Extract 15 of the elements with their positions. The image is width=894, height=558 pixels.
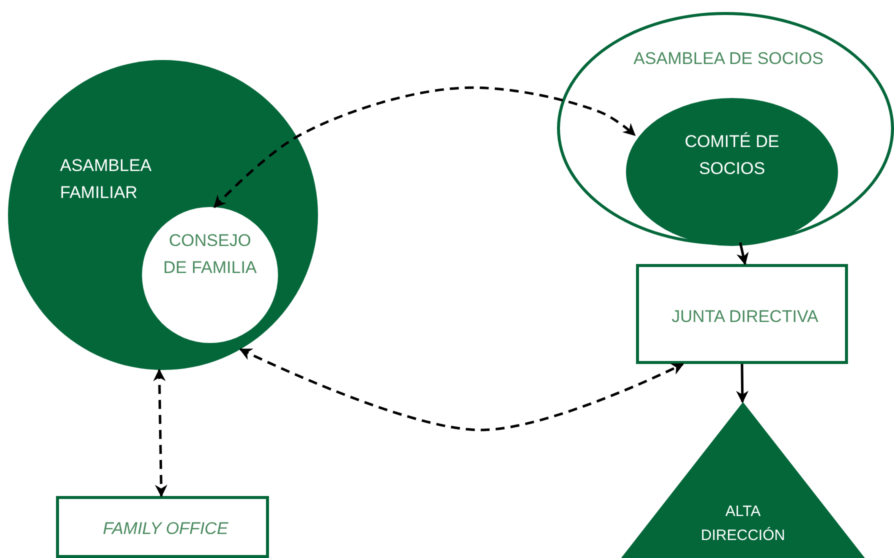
dashed-arrow: [213, 86, 636, 208]
dashed-arrow: [239, 348, 684, 432]
node-label: ASAMBLEA FAMILIAR: [60, 155, 152, 204]
node-label: ALTA DIRECCIÓN: [700, 502, 786, 546]
node-label: ASAMBLEA DE SOCIOS: [632, 48, 824, 70]
box-label: JUNTA DIRECTIVA: [670, 306, 820, 328]
arrow: [736, 242, 749, 266]
box-label: FAMILY OFFICE: [102, 518, 230, 540]
node-label: COMITÉ DE SOCIOS: [684, 131, 780, 180]
arrow: [736, 364, 749, 404]
process-box: [56, 496, 269, 558]
node-label: CONSEJO DE FAMILIA: [162, 230, 258, 280]
dashed-arrow: [153, 368, 168, 498]
ellipse-node: [557, 12, 894, 245]
process-box: [636, 264, 848, 364]
